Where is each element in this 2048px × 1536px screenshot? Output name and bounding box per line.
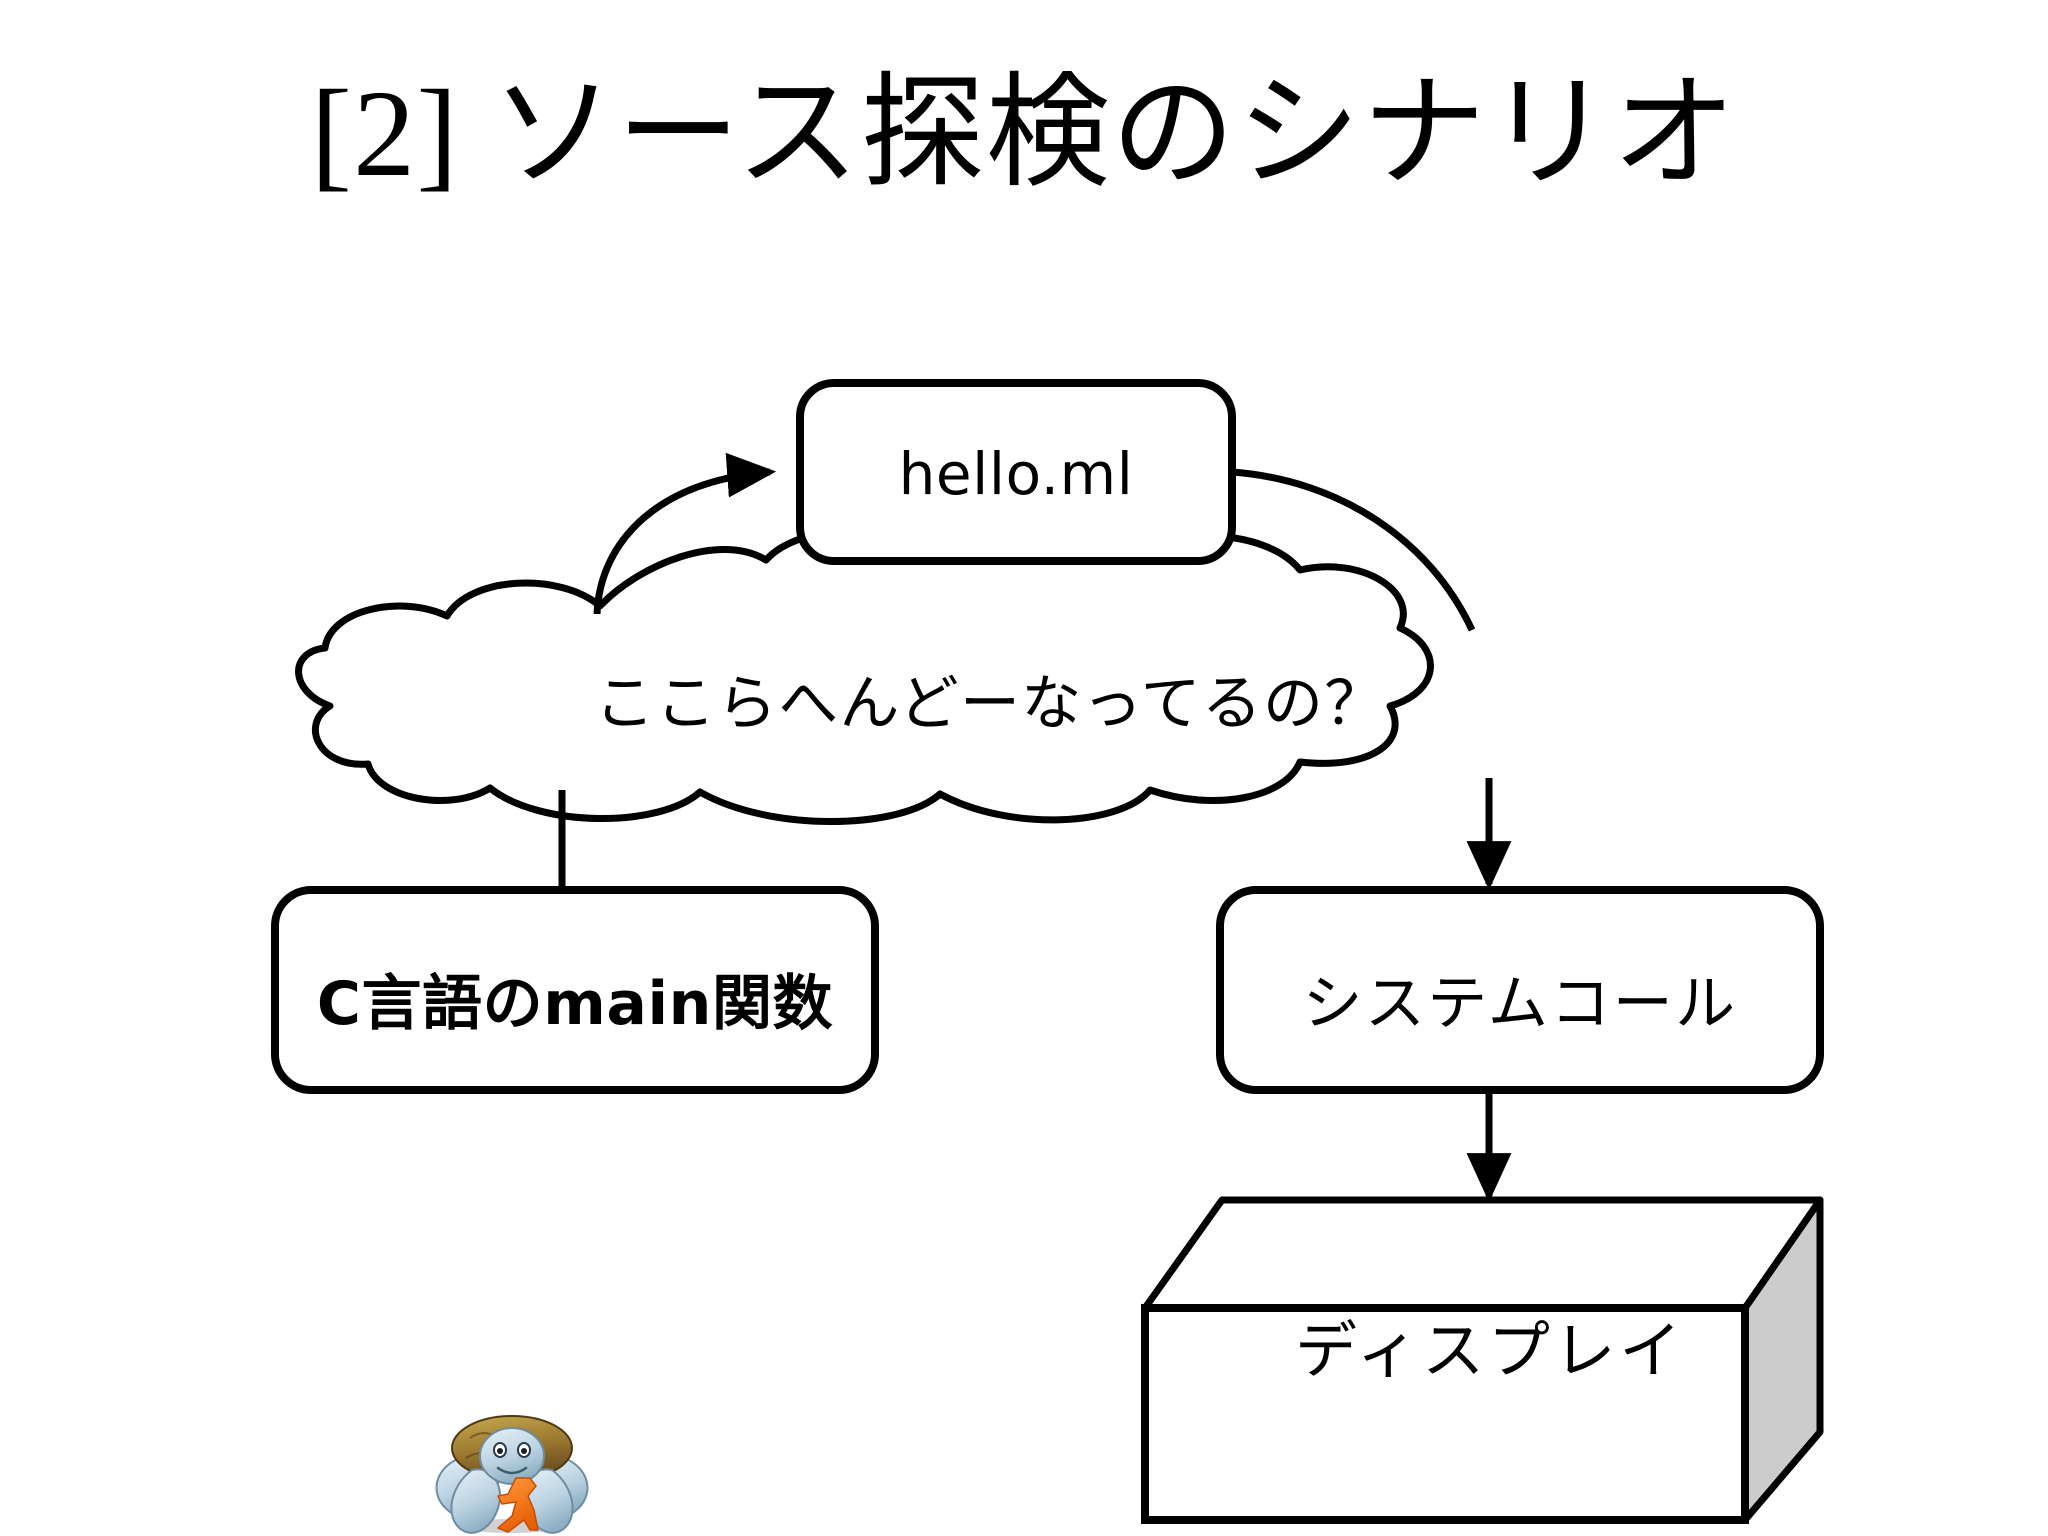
node-system-call xyxy=(1216,886,1824,1094)
page-title: [2] ソース探検のシナリオ xyxy=(310,65,1738,202)
node-display xyxy=(1141,1196,1824,1524)
display-front-face xyxy=(1141,1304,1749,1524)
thought-cloud-shape xyxy=(295,524,1434,825)
turtle-mascot xyxy=(435,1415,589,1534)
display-top-face xyxy=(1141,1196,1824,1312)
edge-hello-to-cloud xyxy=(1231,468,1476,632)
node-c-main xyxy=(271,886,879,1094)
edge-cloud-to-hello xyxy=(593,452,777,615)
node-hello-ml xyxy=(796,379,1236,565)
